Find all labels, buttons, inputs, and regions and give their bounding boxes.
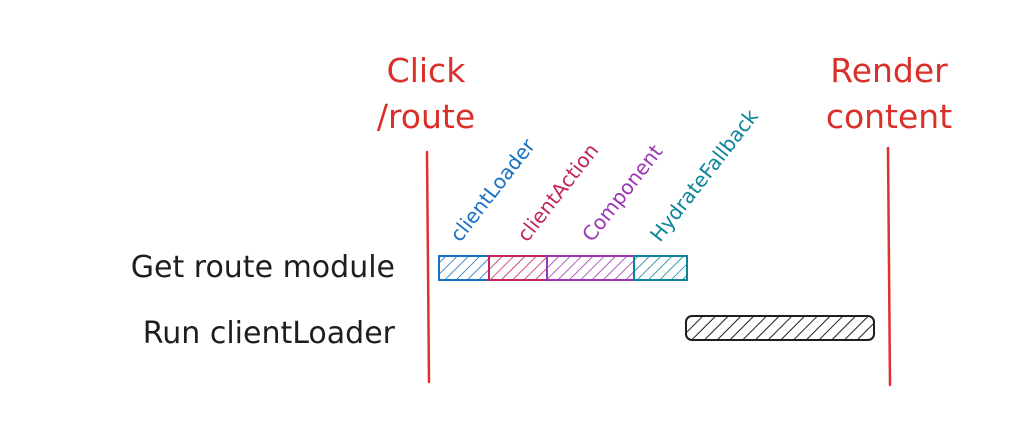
route-module-segment-hydratefallback [633, 255, 688, 281]
route-module-segment-clientloader [438, 255, 490, 281]
click-route-label-line2: /route [377, 97, 475, 136]
render-content-label-line1: Render [830, 51, 948, 90]
render-content-marker-line [886, 146, 892, 387]
run-clientloader-row-label: Run clientLoader [143, 316, 396, 351]
run-clientloader-bar [685, 315, 875, 341]
get-route-module-row-label: Get route module [131, 250, 395, 285]
click-route-label-line1: Click [387, 51, 467, 90]
route-module-segment-component [546, 255, 635, 281]
segment-label-hydratefallback: HydrateFallback [645, 104, 763, 246]
render-content-label-line2: content [826, 97, 952, 136]
click-route-marker-line [425, 150, 431, 384]
route-module-segment-clientaction [488, 255, 548, 281]
